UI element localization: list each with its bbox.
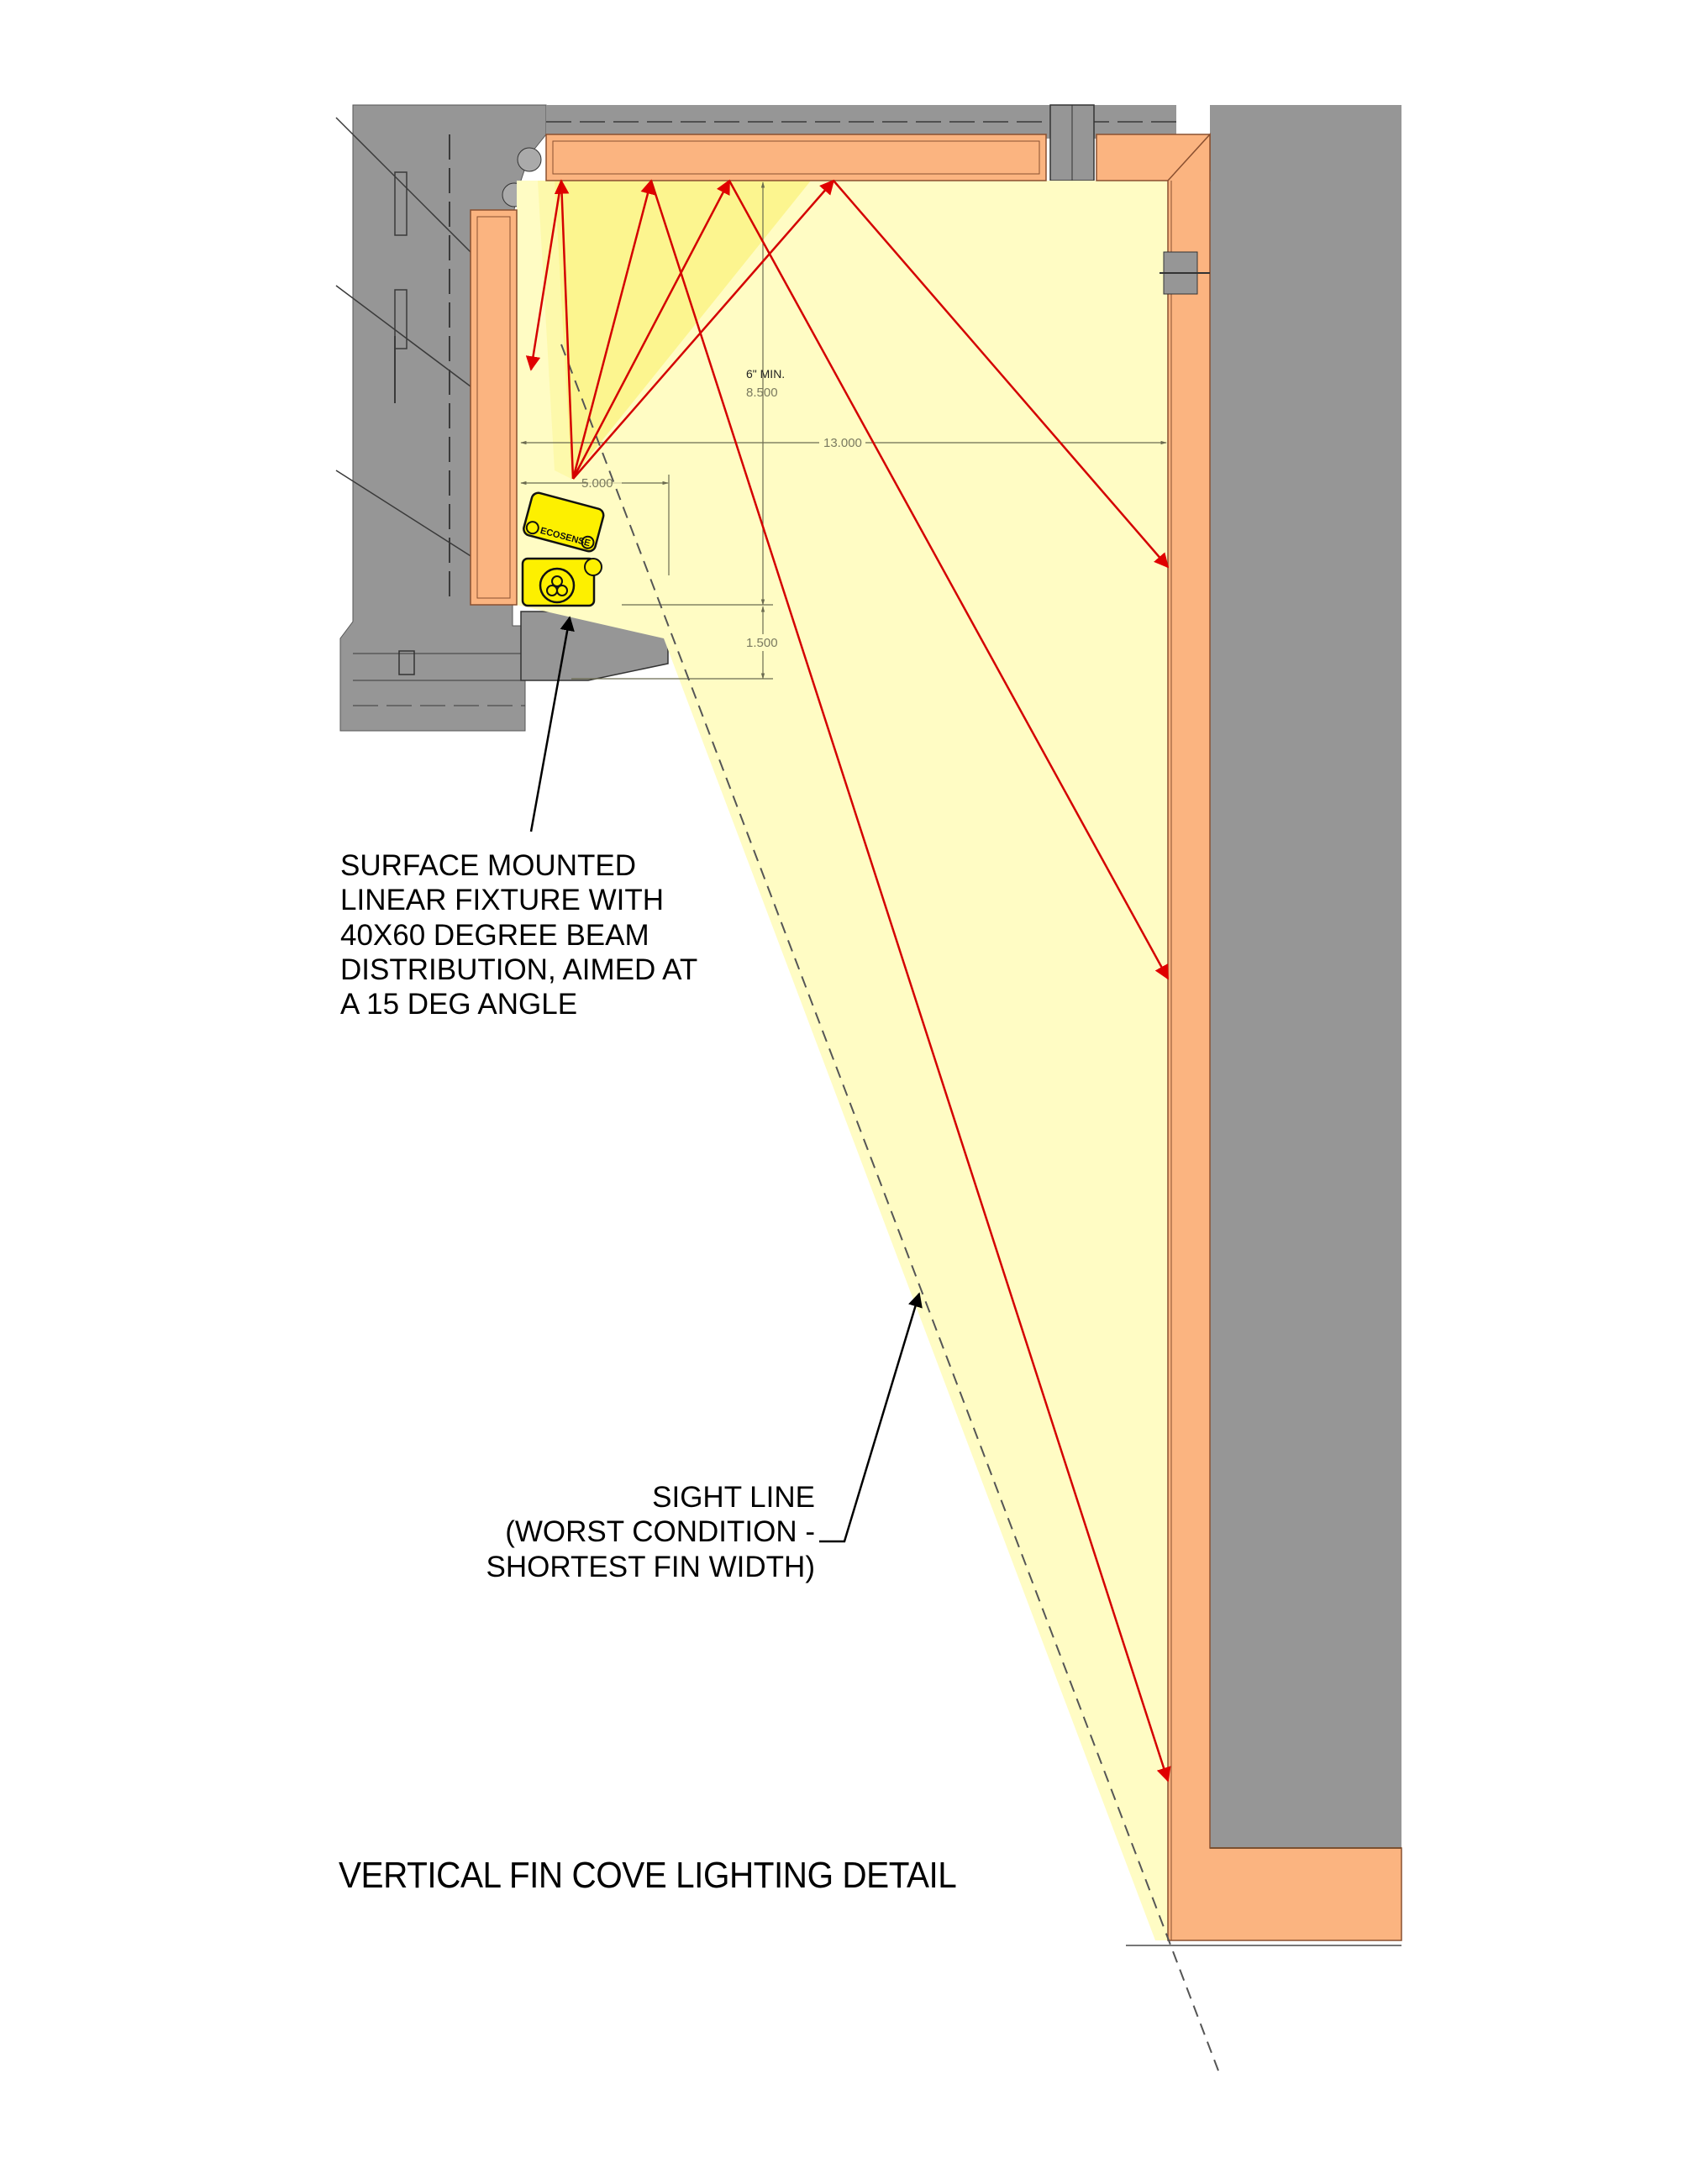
dimensions: 13.000 5.000 6" MIN. 8.500 1.500 <box>520 181 1167 680</box>
ray <box>833 180 1170 569</box>
linear-fixture: ECOSENSE <box>523 491 605 553</box>
fixture-leader <box>529 616 575 832</box>
ray <box>525 180 563 371</box>
top-wall <box>546 104 1176 181</box>
dim-fixture-offset: 5.000 <box>581 476 613 491</box>
ray <box>728 180 1170 980</box>
beam-core <box>555 181 811 479</box>
right-wall-gray <box>1210 105 1401 1903</box>
gasket <box>517 147 542 172</box>
ray <box>649 180 1171 1782</box>
ray <box>572 179 835 480</box>
dim-min-label: 6" MIN. <box>746 367 785 381</box>
beam-core-side <box>538 181 571 479</box>
fixture-mount <box>521 557 602 607</box>
sill-cap <box>398 650 415 675</box>
ray <box>571 179 731 480</box>
light-zone <box>517 181 1168 1940</box>
mullion-line <box>335 117 471 253</box>
ray <box>571 179 655 480</box>
mullion-line <box>335 285 471 387</box>
sight-leader <box>819 1292 923 1543</box>
dim-cove-depth: 8.500 <box>746 386 778 400</box>
dim-fixture-height: 1.500 <box>746 636 778 650</box>
sight-line-annotation: SIGHT LINE (WORST CONDITION - SHORTEST F… <box>486 1481 815 1583</box>
mullion-screw <box>394 171 408 236</box>
ray <box>554 179 575 480</box>
fixture-head <box>523 491 605 553</box>
detail-title: VERTICAL FIN COVE LIGHTING DETAIL <box>339 1855 957 1896</box>
light-rays <box>525 179 1171 1782</box>
left-finish-panel <box>470 209 518 606</box>
fixture-annotation: SURFACE MOUNTED LINEAR FIXTURE WITH 40X6… <box>340 849 698 1021</box>
mullion-screw <box>394 289 408 349</box>
dim-fin-width: 13.000 <box>823 436 862 450</box>
top-finish-panel <box>545 134 1211 181</box>
